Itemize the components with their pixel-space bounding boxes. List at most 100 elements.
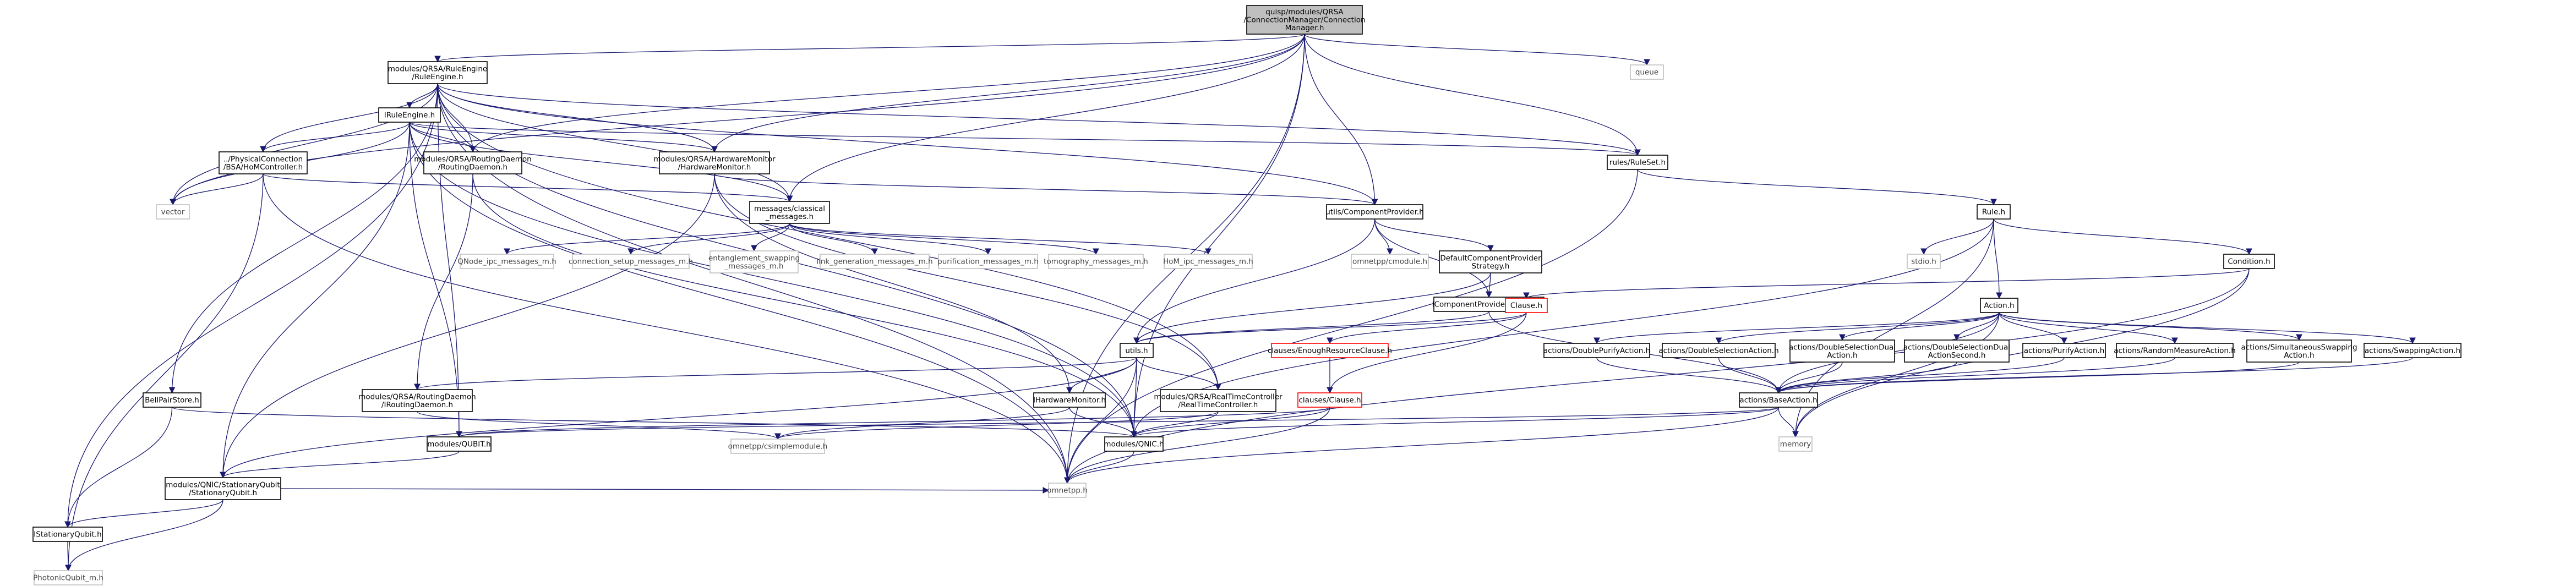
node-clause-h[interactable]: Clause.h: [1505, 298, 1548, 313]
node-label-line: clauses/EnoughResourceClause.h: [1268, 347, 1392, 355]
node-iruleengine-h[interactable]: IRuleEngine.h: [378, 107, 441, 123]
edge-action_h-to-a_doublesel: [1715, 312, 2000, 344]
node-qnic-h[interactable]: modules/QNIC.h: [1104, 436, 1164, 452]
node-label-line: /RealTimeController.h: [1178, 401, 1258, 409]
node-qubit-h[interactable]: modules/QUBIT.h: [427, 436, 492, 452]
edge-messages-to-m_tomo: [789, 223, 1099, 255]
node-label-line: modules/QRSA/RealTimeController: [1154, 392, 1282, 401]
edge-realtimecontroller-to-omnetpp_csimple: [774, 411, 1219, 440]
node-box: [1630, 64, 1664, 80]
edge-hardwaremonitor_h-to-componentprovider: [714, 173, 1378, 206]
edge-condition_h-to-clause_h: [1523, 268, 2250, 299]
node-ruleengine-h[interactable]: modules/QRSA/RuleEngine/RuleEngine.h: [388, 61, 488, 84]
node-box: [1607, 155, 1668, 170]
node-label-line: modules/QUBIT.h: [427, 440, 490, 449]
node-a-purify[interactable]: actions/PurifyAction.h: [2022, 343, 2106, 358]
node-label-line: BellPairStore.h: [145, 396, 199, 405]
edge-a_swapping-to-baseaction: [1775, 357, 2413, 394]
edge-clauses_clause-to-qubit_h: [456, 407, 1330, 438]
node-box: [1297, 392, 1362, 408]
node-clauses-clause[interactable]: clauses/Clause.h: [1297, 392, 1362, 408]
edge-a_doubleseldual2-to-baseaction: [1775, 362, 1957, 394]
edge-realtimecontroller-to-qnic_h: [1131, 411, 1219, 438]
node-ruleset-h[interactable]: rules/RuleSet.h: [1607, 155, 1668, 170]
node-rule-h[interactable]: Rule.h: [1977, 204, 2011, 220]
node-label-line: actions/PurifyAction.h: [2024, 347, 2105, 355]
edge-iruleengine_h-to-stationaryqubit: [220, 122, 410, 479]
edge-routingdaemon_h-to-iroutingdaemon: [414, 173, 473, 391]
node-condition-h[interactable]: Condition.h: [2223, 254, 2275, 269]
node-label-line: modules/QRSA/RoutingDaemon: [414, 155, 531, 163]
node-box: [1160, 389, 1276, 412]
node-messages[interactable]: messages/classical_messages.h: [749, 201, 830, 224]
edge-action_h-to-a_doubleseldual2: [1953, 312, 2000, 341]
edge-ruleengine_h-to-hardwaremonitor_h: [437, 83, 718, 153]
node-label-line: utils.h: [1125, 347, 1148, 355]
edge-root-to-messages: [786, 34, 1305, 202]
edge-bellpairstore-to-qnic_h: [171, 407, 1137, 438]
edge-utils_h-to-realtimecontroller: [1136, 357, 1221, 391]
node-label-line: clauses/Clause.h: [1298, 396, 1361, 405]
node-box: [1048, 483, 1087, 498]
node-box: [165, 477, 281, 500]
node-action-h[interactable]: Action.h: [1980, 298, 2018, 313]
node-photonicqubit: PhotonicQubit_m.h: [33, 570, 103, 585]
edge-hom_controller-to-messages: [263, 173, 793, 202]
node-stationaryqubit[interactable]: modules/QNIC/StationaryQubit/StationaryQ…: [165, 477, 281, 500]
node-label-line: modules/QRSA/RoutingDaemon: [358, 392, 476, 401]
node-box: [1104, 436, 1164, 452]
edge-bellpairstore-to-istationaryqubit: [64, 407, 173, 528]
node-box: [1439, 250, 1542, 273]
node-layer: quisp/modules/QRSA/ConnectionManager/Con…: [32, 5, 2462, 585]
node-hardwaremonitor-h[interactable]: modules/QRSA/HardwareMonitor/HardwareMon…: [653, 151, 776, 174]
node-label-line: modules/QNIC.h: [1104, 440, 1164, 449]
node-root[interactable]: quisp/modules/QRSA/ConnectionManager/Con…: [1243, 5, 1366, 35]
node-utils-h[interactable]: utils.h: [1120, 343, 1154, 358]
node-istationaryqubit[interactable]: IStationaryQubit.h: [32, 527, 103, 542]
edge-defaultcps-to-icps: [1486, 272, 1492, 298]
edge-utils_h-to-iroutingdaemon: [414, 357, 1137, 391]
edge-rule_h-to-action_h: [1993, 218, 2002, 299]
node-routingdaemon-h[interactable]: modules/QRSA/RoutingDaemon/RoutingDaemon…: [414, 151, 532, 174]
node-m-hom: HoM_ipc_messages_m.h: [1163, 254, 1253, 269]
node-label-line: actions/RandomMeasureAction.h: [2114, 347, 2236, 355]
node-box: [749, 201, 830, 224]
node-a-randmeasure[interactable]: actions/RandomMeasureAction.h: [2114, 343, 2236, 358]
node-label-line: IHardwareMonitor.h: [1033, 396, 1106, 405]
edge-action_h-to-a_swapping: [1999, 312, 2416, 344]
edge-hardwaremonitor_h-to-ihardwaremonitor: [714, 173, 1073, 394]
node-label-line: actions/DoubleSelectionAction.h: [1658, 347, 1778, 355]
node-box: [362, 389, 473, 412]
node-box: [1977, 204, 2011, 220]
node-a-doubleseldual2[interactable]: actions/DoubleSelectionDualActionSecond.…: [1903, 339, 2010, 363]
node-a-doublesel[interactable]: actions/DoubleSelectionAction.h: [1658, 343, 1779, 358]
edge-root-to-ruleengine_h: [434, 34, 1305, 63]
node-a-swapping[interactable]: actions/SwappingAction.h: [2364, 343, 2462, 358]
node-ihardwaremonitor[interactable]: IHardwareMonitor.h: [1033, 392, 1106, 408]
edge-utils_h-to-omnetpp_h: [1064, 357, 1137, 484]
node-label-line: /RuleEngine.h: [412, 73, 463, 81]
node-box: [427, 436, 492, 452]
node-box: [659, 151, 770, 174]
node-label-line: actions/DoubleSelectionDual: [1789, 343, 1896, 352]
node-bellpairstore[interactable]: BellPairStore.h: [143, 392, 201, 408]
node-box: [730, 439, 825, 454]
node-componentprovider[interactable]: utils/ComponentProvider.h: [1325, 204, 1424, 220]
node-realtimecontroller[interactable]: modules/QRSA/RealTimeController/RealTime…: [1154, 389, 1282, 412]
node-label-line: modules/QNIC/StationaryQubit: [166, 480, 280, 489]
edge-hom_controller-to-vector: [170, 173, 264, 206]
node-label-line: utils/ComponentProvider.h: [1325, 208, 1424, 217]
node-baseaction[interactable]: actions/BaseAction.h: [1739, 392, 1818, 408]
node-hom-controller[interactable]: ../PhysicalConnection/BSA/HoMController.…: [219, 151, 308, 174]
node-a-doublepurify[interactable]: actions/DoublePurifyAction.h: [1543, 343, 1650, 358]
node-label-line: memory: [1780, 440, 1811, 449]
node-iroutingdaemon[interactable]: modules/QRSA/RoutingDaemon/IRoutingDaemo…: [358, 389, 476, 412]
edge-root-to-routingdaemon_h: [470, 34, 1305, 153]
edge-ruleengine_h-to-hom_controller: [260, 83, 438, 153]
edge-stationaryqubit-to-istationaryqubit: [64, 499, 223, 528]
node-enoughres[interactable]: clauses/EnoughResourceClause.h: [1268, 343, 1392, 358]
